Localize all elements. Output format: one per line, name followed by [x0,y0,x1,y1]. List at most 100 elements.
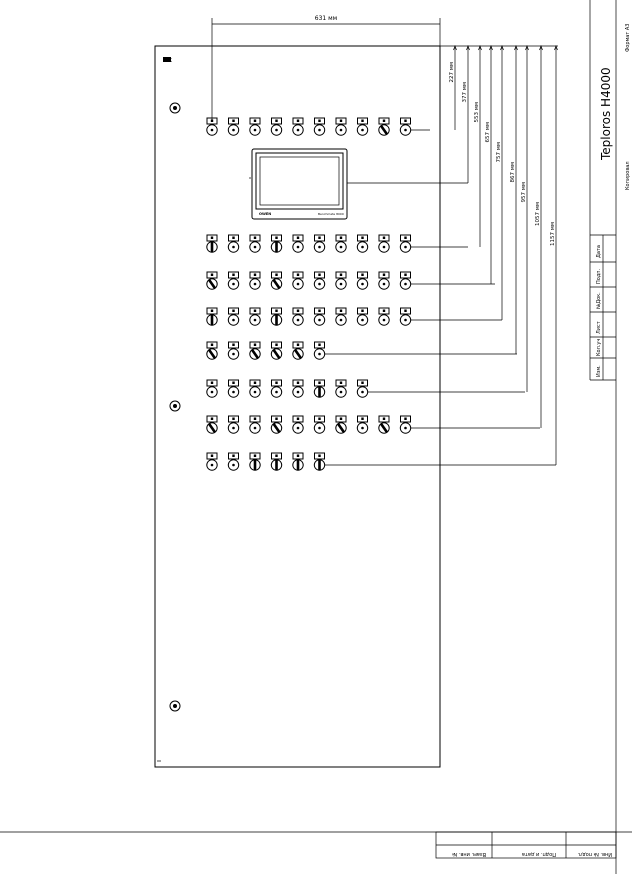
pilot-lamp [270,379,283,398]
selector-switch [313,379,326,398]
stamp-cell-3: №Док. [596,292,602,309]
selector-switch [292,452,304,471]
device-rows [206,117,556,471]
panel-id-mark [163,57,171,62]
dimension-label: 1157 мм [550,222,556,246]
selector-switch [206,307,218,326]
dimension-label: 1057 мм [535,202,541,226]
selector-switch [206,341,218,360]
pilot-lamp [270,117,283,136]
pilot-lamp [335,271,347,290]
stamp-cell-4: Подп. [596,268,602,284]
pilot-lamp [227,379,240,398]
selector-switch [249,341,261,360]
selector-switch [378,117,390,136]
pilot-lamp [249,271,261,290]
title-stamp: Teploros H4000 Формат А3 Копировал Изм. … [589,0,631,381]
pilot-lamp [227,415,240,434]
stamp-cell-1: Кол.уч [596,339,602,356]
dimension-label: 553 мм [474,102,480,123]
pilot-lamp [399,307,412,326]
selector-switch [270,452,283,471]
pilot-lamp [356,307,369,326]
selector-switch [249,452,261,471]
selector-switch [292,341,304,360]
selector-switch [313,452,326,471]
pilot-lamp [292,271,304,290]
hmi-brand: OWEN [259,212,271,216]
pilot-lamp [335,307,347,326]
pilot-lamp [356,379,369,398]
selector-switch [206,234,218,253]
pilot-lamp [356,271,369,290]
stamp-cell-0: Изм. [596,365,602,377]
stamp-cell-5: Дата [596,245,602,258]
bottom-cell-1: Подп. и дата [522,851,556,857]
pilot-lamp [335,379,347,398]
pilot-lamp [292,379,304,398]
pilot-lamp [399,117,412,136]
pilot-lamp [227,271,240,290]
pilot-lamp [227,452,240,471]
vertical-dimensions: 227 мм 377 мм 553 мм 657 мм 757 мм 867 мм 957 … [347,45,558,465]
pilot-lamp [335,234,347,253]
pilot-lamp [313,117,326,136]
dimension-label: 867 мм [510,162,516,183]
pilot-lamp [206,117,218,136]
pilot-lamp [399,234,412,253]
pilot-lamp [399,271,412,290]
selector-switch [270,307,283,326]
pilot-lamp [356,234,369,253]
lock-icon-middle [169,400,181,412]
pilot-lamp [249,234,261,253]
stamp-format: Формат А3 [625,24,631,52]
dimension-label: 377 мм [462,82,468,103]
bottom-table: Взам. инв. № Подп. и дата Инв. № подл. [435,831,617,859]
selector-switch [206,415,218,434]
pilot-lamp [227,307,240,326]
pilot-lamp [313,415,326,434]
selector-switch [270,234,283,253]
pilot-lamp [249,117,261,136]
pilot-lamp [206,452,218,471]
dimension-label: 957 мм [521,182,527,203]
pilot-lamp [249,307,261,326]
width-dimension: 631 мм [211,15,441,120]
pilot-lamp [313,271,326,290]
selector-switch [206,271,218,290]
cabinet-outline [154,45,441,768]
pilot-lamp [378,307,390,326]
selector-switch [270,341,283,360]
lock-icon-bottom [169,700,181,712]
pilot-lamp [227,341,240,360]
pilot-lamp [227,117,240,136]
lock-icon-top [169,102,181,114]
pilot-lamp [249,379,261,398]
dimension-label: 657 мм [485,122,491,143]
pilot-lamp [313,341,326,360]
pilot-lamp [227,234,240,253]
pilot-lamp [292,117,304,136]
selector-switch [335,415,347,434]
width-dimension-label: 631 мм [315,15,337,22]
pilot-lamp [378,234,390,253]
stamp-title: Teploros H4000 [599,67,613,161]
pilot-lamp [292,307,304,326]
pilot-lamp [356,117,369,136]
pilot-lamp [356,415,369,434]
hmi-model: Benchmate 8000 [318,212,344,216]
bottom-cell-0: Взам. инв. № [451,851,486,857]
pilot-lamp [292,234,304,253]
stamp-copied: Копировал [625,161,631,190]
bottom-cell-2: Инв. № подл. [577,851,612,857]
dimension-label: 757 мм [496,142,502,163]
pilot-lamp [206,379,218,398]
selector-switch [270,271,283,290]
pilot-lamp [399,415,412,434]
pilot-lamp [313,307,326,326]
selector-switch [270,415,283,434]
dimension-label: 227 мм [449,62,455,83]
pilot-lamp [313,234,326,253]
stamp-cell-2: Лист [596,321,602,334]
